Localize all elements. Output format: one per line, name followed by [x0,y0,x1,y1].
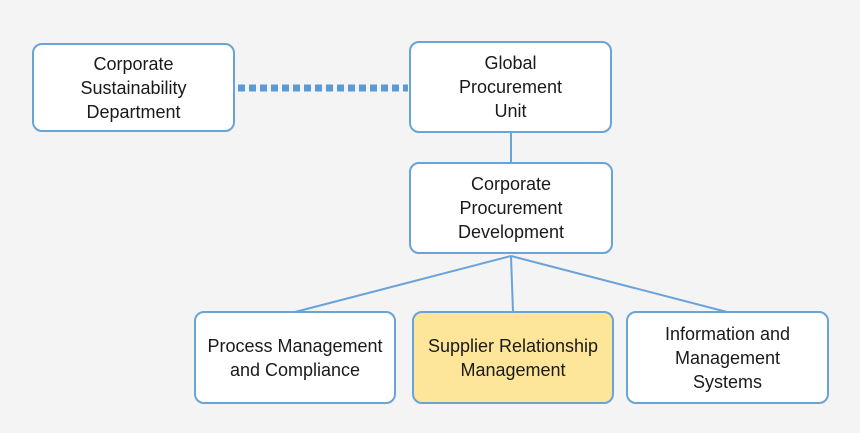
node-label: Process Management and Compliance [207,335,383,380]
node-label: Corporate Sustainability Department [80,53,187,122]
connector-cpd-to-information [510,255,728,313]
node-label: Global Procurement Unit [458,53,563,121]
node-label: Supplier Relationship Management [427,335,599,380]
node-supplier-relationship-management: Supplier Relationship Management [412,311,614,404]
node-process-management-compliance: Process Management and Compliance [194,311,396,404]
node-global-procurement-unit: Global Procurement Unit [409,41,612,133]
node-label: Information and Management Systems [664,323,791,392]
node-label: Corporate Procurement Development [457,174,565,242]
connector-cpd-to-process [294,255,512,313]
node-corporate-procurement-development: Corporate Procurement Development [409,162,613,254]
node-information-management-systems: Information and Management Systems [626,311,829,404]
node-corporate-sustainability-department: Corporate Sustainability Department [32,43,235,132]
connector-cpd-to-supplier [510,255,514,313]
